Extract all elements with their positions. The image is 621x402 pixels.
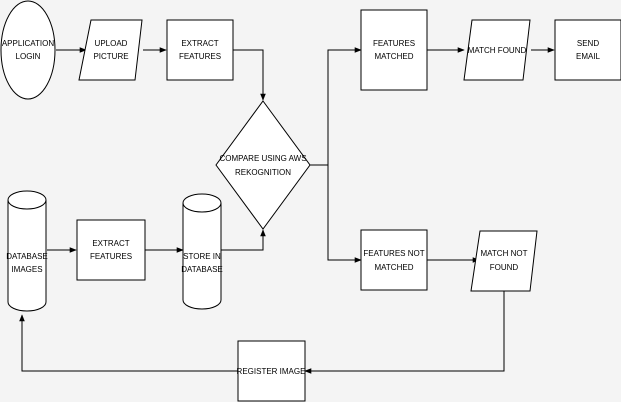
node-label-line: REGISTER IMAGE bbox=[237, 367, 306, 376]
node-label-line: SEND bbox=[577, 39, 599, 48]
node-send-email: SEND EMAIL bbox=[554, 19, 621, 81]
node-features-not-matched: FEATURES NOT MATCHED bbox=[360, 229, 428, 291]
node-label-line: DATABASE bbox=[181, 265, 223, 274]
node-extract-features-top: EXTRACT FEATURES bbox=[166, 19, 234, 81]
node-label-line: COMPARE USING AWS bbox=[219, 154, 306, 163]
node-label-line: LOGIN bbox=[16, 52, 41, 61]
edge-register-to-database bbox=[19, 314, 238, 372]
node-extract-features-bottom: EXTRACT FEATURES bbox=[76, 219, 146, 281]
edge-extract-to-compare bbox=[233, 49, 266, 101]
edge-compare-to-matched bbox=[327, 47, 362, 165]
node-upload-picture: UPLOAD PICTURE bbox=[78, 19, 143, 81]
node-label-line: EMAIL bbox=[576, 52, 601, 61]
edge-compare-to-not-matched bbox=[327, 165, 362, 263]
node-label-line: FOUND bbox=[490, 263, 519, 272]
node-label-line: MATCH FOUND bbox=[468, 46, 527, 55]
node-match-not-found: MATCH NOT FOUND bbox=[470, 230, 538, 292]
node-features-matched: FEATURES MATCHED bbox=[360, 9, 428, 91]
node-database-images: DATABASE IMAGES bbox=[6, 190, 48, 312]
node-application-login: APPLICATION LOGIN bbox=[0, 0, 56, 100]
node-label-line: UPLOAD bbox=[95, 39, 128, 48]
node-label-line: FEATURES bbox=[373, 39, 415, 48]
node-label-line: FEATURES bbox=[179, 52, 221, 61]
node-label-line: STORE IN bbox=[183, 252, 221, 261]
node-label-line: IMAGES bbox=[11, 265, 42, 274]
node-label-line: DATABASE bbox=[6, 252, 48, 261]
node-match-found: MATCH FOUND bbox=[463, 19, 531, 81]
node-store-in-database: STORE IN DATABASE bbox=[181, 193, 223, 310]
node-label-line: FEATURES NOT bbox=[363, 249, 424, 258]
node-label-line: MATCHED bbox=[375, 263, 414, 272]
node-label-line: REKOGNITION bbox=[235, 168, 291, 177]
edge-store-to-compare bbox=[221, 229, 266, 251]
node-label-line: MATCHED bbox=[375, 52, 414, 61]
node-label-line: PICTURE bbox=[93, 52, 128, 61]
node-label-line: EXTRACT bbox=[92, 239, 129, 248]
node-label-line: FEATURES bbox=[90, 252, 132, 261]
node-label-line: APPLICATION bbox=[2, 39, 55, 48]
edges bbox=[19, 47, 555, 374]
node-label-line: MATCH NOT bbox=[481, 249, 528, 258]
edge-not-found-to-register bbox=[304, 291, 505, 374]
node-label-line: EXTRACT bbox=[181, 39, 218, 48]
node-compare-rekognition: COMPARE USING AWS REKOGNITION bbox=[215, 100, 311, 230]
node-register-image: REGISTER IMAGE bbox=[237, 340, 306, 402]
